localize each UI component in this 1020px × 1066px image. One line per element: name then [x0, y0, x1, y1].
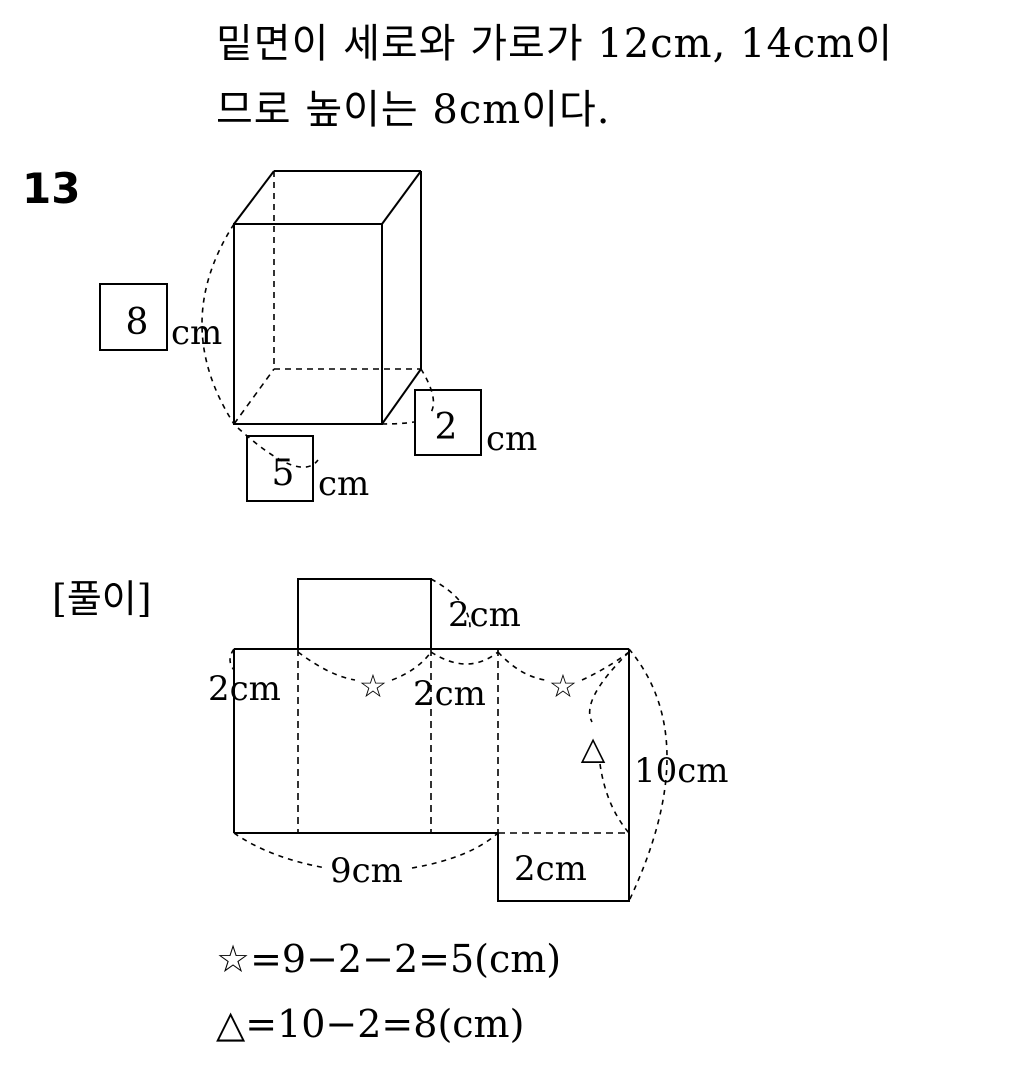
depth-answer-box: 2	[414, 389, 482, 456]
net-dimension-arcs	[229, 578, 668, 902]
intro-line-1: 밑면이 세로와 가로가 12cm, 14cm이	[216, 21, 894, 67]
triangle-equation: △=10−2=8(cm)	[216, 1002, 525, 1046]
prism-top-left-edge	[233, 170, 275, 225]
width-answer-value: 5	[272, 453, 295, 494]
prism-figure	[201, 170, 435, 468]
net-middle-label: 2cm	[413, 674, 486, 714]
net-bottom-flap-label: 2cm	[514, 849, 587, 889]
height-unit: cm	[171, 313, 222, 353]
prism-hidden-edges	[233, 171, 421, 425]
net-right-label: 10cm	[634, 751, 729, 791]
prism-bottom-right-edge	[381, 368, 422, 425]
width-unit: cm	[318, 464, 369, 504]
height-answer-value: 8	[126, 302, 149, 343]
net-bottom-label: 9cm	[330, 851, 403, 891]
net-top-flap-label: 2cm	[448, 595, 521, 635]
net-triangle: △	[581, 729, 606, 767]
question-number: 13	[22, 164, 81, 213]
net-left-edge-label: 2cm	[208, 669, 281, 709]
intro-line-2: 므로 높이는 8cm이다.	[216, 87, 611, 133]
depth-unit: cm	[486, 419, 537, 459]
net-top-flap	[297, 578, 432, 649]
net-star-1: ☆	[359, 667, 388, 705]
prism-front-face	[233, 223, 383, 425]
prism-top-right-edge	[381, 170, 422, 225]
star-equation: ☆=9−2−2=5(cm)	[216, 937, 562, 981]
prism-dimension-arcs	[201, 223, 435, 468]
height-answer-box: 8	[99, 283, 168, 351]
depth-answer-value: 2	[435, 407, 458, 448]
solution-label: [풀이]	[52, 577, 152, 621]
net-figure	[229, 578, 668, 902]
net-star-2: ☆	[549, 667, 578, 705]
width-answer-box: 5	[246, 435, 314, 502]
net-fold-lines	[297, 649, 629, 834]
